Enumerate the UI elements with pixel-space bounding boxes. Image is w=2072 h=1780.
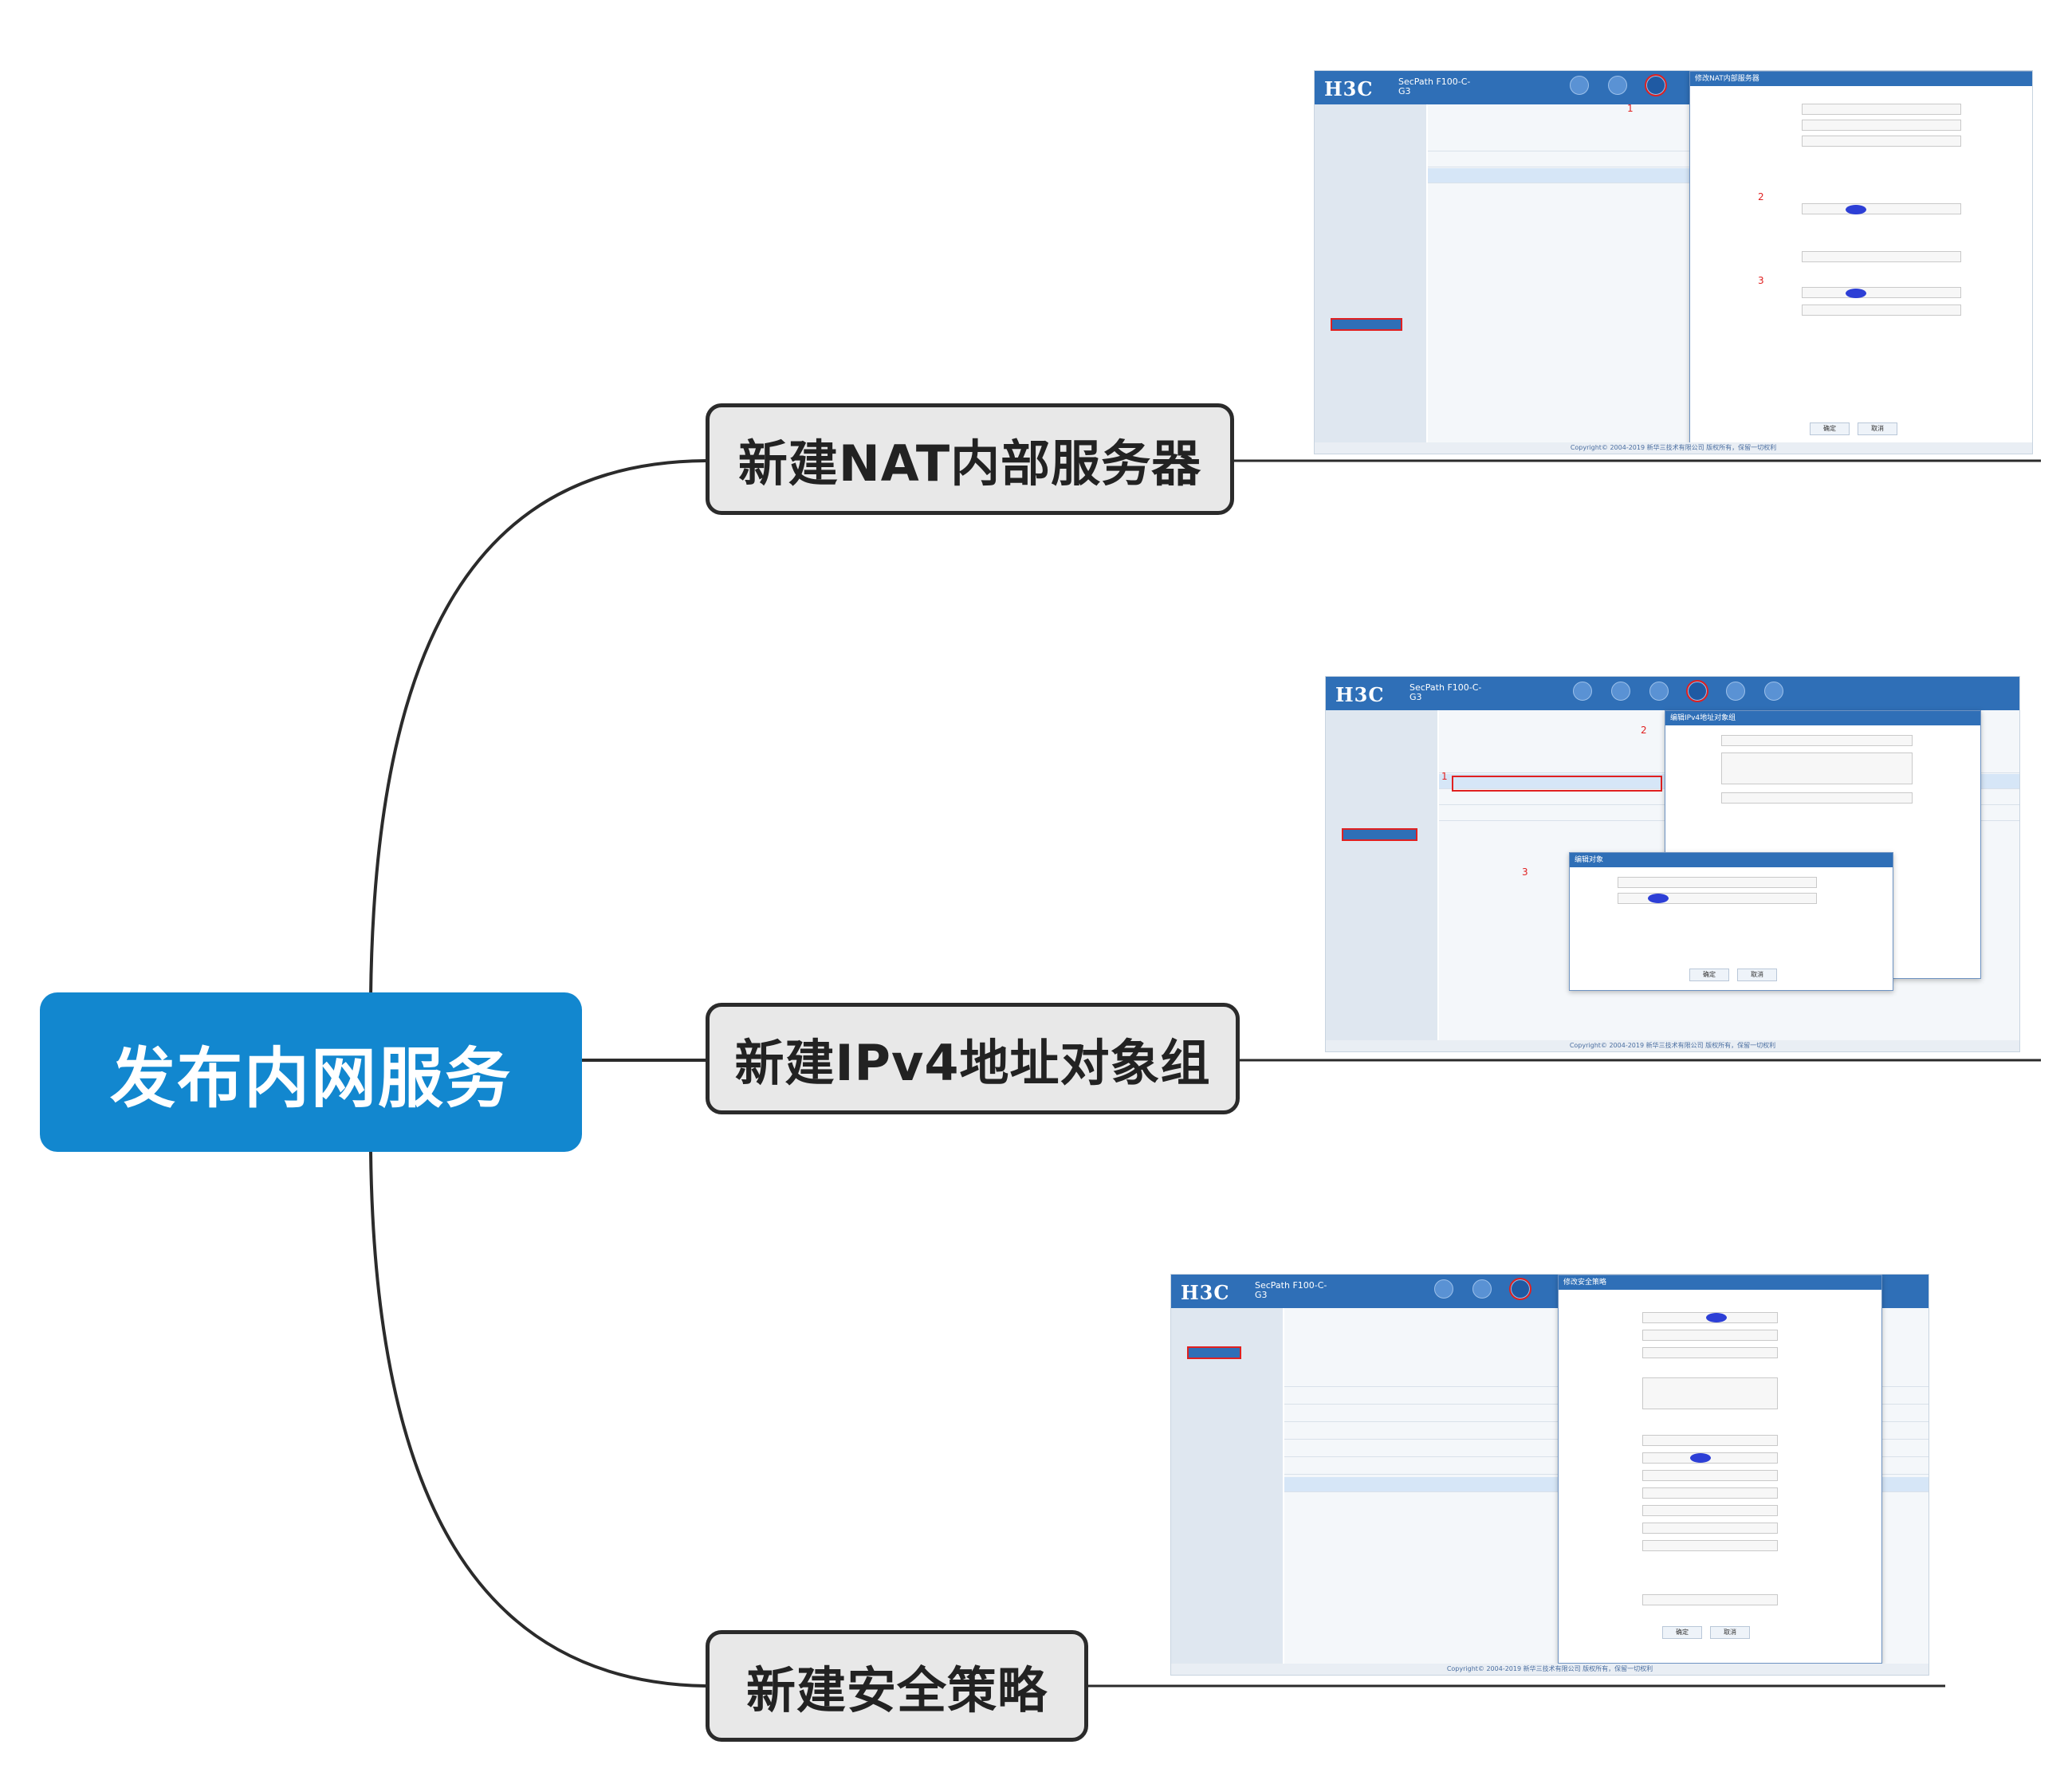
- redaction-mark: [1690, 1453, 1711, 1463]
- dialog-title: 修改安全策略: [1559, 1275, 1881, 1290]
- step-mark-1: 1: [1627, 103, 1634, 114]
- external-port-field[interactable]: [1802, 251, 1961, 262]
- cancel-button[interactable]: 取消: [1737, 969, 1777, 981]
- nav-sidebar: [1326, 710, 1437, 1040]
- network-icon[interactable]: [1726, 682, 1745, 701]
- dialog-title: 编辑对象: [1570, 853, 1893, 867]
- overview-icon[interactable]: [1573, 682, 1592, 701]
- system-icon[interactable]: [1764, 682, 1783, 701]
- nav-sidebar: [1171, 1308, 1283, 1664]
- app-header: H3C SecPath F100-C- G3: [1326, 677, 2019, 710]
- redaction-mark: [1846, 289, 1866, 298]
- branch-topic-label: 新建安全策略: [745, 1661, 1048, 1719]
- edit-object-dialog: 编辑对象 确定 取消: [1569, 852, 1893, 991]
- internal-port-field[interactable]: [1802, 305, 1961, 316]
- monitor-icon[interactable]: [1608, 76, 1627, 95]
- screenshot-ipv4-object-group: H3C SecPath F100-C- G3 1 编辑IPv4地址对象组 2 编…: [1325, 676, 2020, 1052]
- connector-root-to-branch-3: [369, 1151, 706, 1688]
- brand-logo: H3C: [1335, 683, 1385, 706]
- cancel-button[interactable]: 取消: [1858, 422, 1897, 435]
- confirm-button[interactable]: 确定: [1810, 422, 1850, 435]
- overview-icon[interactable]: [1434, 1279, 1453, 1299]
- redaction-mark: [1706, 1313, 1727, 1322]
- user-select[interactable]: [1642, 1505, 1778, 1516]
- service-select[interactable]: [1642, 1470, 1778, 1481]
- source-ip-select[interactable]: [1642, 1435, 1778, 1446]
- policy-icon[interactable]: [1645, 74, 1667, 96]
- step-mark-2: 2: [1641, 725, 1647, 736]
- description-field[interactable]: [1721, 752, 1913, 784]
- ips-policy-select[interactable]: [1642, 1594, 1778, 1605]
- confirm-button[interactable]: 确定: [1689, 969, 1729, 981]
- internal-ip-field[interactable]: [1802, 287, 1961, 298]
- monitor-icon[interactable]: [1472, 1279, 1492, 1299]
- branch-topic-ipv4-object-group[interactable]: 新建IPv4地址对象组: [706, 1003, 1240, 1114]
- step-mark-3: 3: [1758, 275, 1764, 286]
- branch-topic-label: 新建NAT内部服务器: [737, 434, 1202, 493]
- vrf-select[interactable]: [1642, 1540, 1778, 1551]
- screenshot-security-policy: H3C SecPath F100-C- G3 修改安全策略: [1170, 1274, 1929, 1676]
- cancel-button[interactable]: 取消: [1710, 1626, 1750, 1639]
- product-name: SecPath F100-C- G3: [1410, 682, 1482, 702]
- step-mark-2: 2: [1758, 191, 1764, 202]
- step-mark-3: 3: [1522, 866, 1528, 878]
- connector-root-to-branch-1: [369, 459, 706, 997]
- rule-id-field[interactable]: [1802, 136, 1961, 147]
- sidebar-item-selected[interactable]: [1342, 828, 1417, 841]
- step-mark-1: 1: [1441, 771, 1448, 782]
- policy-icon[interactable]: [1509, 1278, 1531, 1300]
- product-name: SecPath F100-C- G3: [1255, 1280, 1327, 1300]
- copyright-footer: Copyright© 2004-2019 新华三技术有限公司 版权所有，保留一切…: [1315, 442, 2032, 454]
- selected-row-highlight: [1452, 776, 1662, 792]
- interface-field[interactable]: [1802, 120, 1961, 131]
- sidebar-item-selected[interactable]: [1331, 318, 1402, 331]
- copyright-footer: Copyright© 2004-2019 新华三技术有限公司 版权所有，保留一切…: [1326, 1040, 2019, 1051]
- branch-topic-label: 新建IPv4地址对象组: [734, 1034, 1211, 1092]
- overview-icon[interactable]: [1570, 76, 1589, 95]
- edit-nat-server-dialog: 修改NAT内部服务器 2 3 确定 取消: [1689, 71, 2032, 444]
- destination-zone-select[interactable]: [1642, 1347, 1778, 1358]
- description-field[interactable]: [1642, 1377, 1778, 1409]
- copyright-footer: Copyright© 2004-2019 新华三技术有限公司 版权所有，保留一切…: [1171, 1664, 1928, 1675]
- monitor-icon[interactable]: [1611, 682, 1630, 701]
- root-topic[interactable]: 发布内网服务: [40, 992, 582, 1152]
- application-select[interactable]: [1642, 1487, 1778, 1499]
- redaction-mark: [1648, 894, 1669, 903]
- screenshot-nat-server: H3C SecPath F100-C- G3 修改NAT内部服务器 2 3 确定…: [1314, 70, 2033, 454]
- product-name: SecPath F100-C- G3: [1398, 77, 1471, 96]
- source-zone-select[interactable]: [1642, 1330, 1778, 1341]
- root-topic-label: 发布内网服务: [109, 1040, 512, 1117]
- confirm-button[interactable]: 确定: [1662, 1626, 1702, 1639]
- redaction-mark: [1846, 205, 1866, 214]
- brand-logo: H3C: [1324, 77, 1374, 100]
- dialog-title: 修改NAT内部服务器: [1690, 72, 2032, 86]
- branch-topic-nat-server[interactable]: 新建NAT内部服务器: [706, 403, 1234, 515]
- external-ip-field[interactable]: [1802, 203, 1961, 214]
- dialog-title: 编辑IPv4地址对象组: [1665, 711, 1980, 725]
- nav-sidebar: [1315, 104, 1426, 442]
- object-group-name-field[interactable]: [1721, 735, 1913, 746]
- time-range-select[interactable]: [1642, 1523, 1778, 1534]
- policy-icon[interactable]: [1649, 682, 1669, 701]
- edit-security-policy-dialog: 修改安全策略 确定 取消: [1558, 1275, 1882, 1664]
- branch-topic-security-policy[interactable]: 新建安全策略: [706, 1630, 1088, 1742]
- name-field[interactable]: [1802, 104, 1961, 115]
- object-icon[interactable]: [1686, 680, 1708, 702]
- security-zone-select[interactable]: [1721, 792, 1913, 804]
- sidebar-item-selected[interactable]: [1187, 1346, 1241, 1359]
- brand-logo: H3C: [1181, 1281, 1230, 1304]
- object-type-field[interactable]: [1618, 877, 1817, 888]
